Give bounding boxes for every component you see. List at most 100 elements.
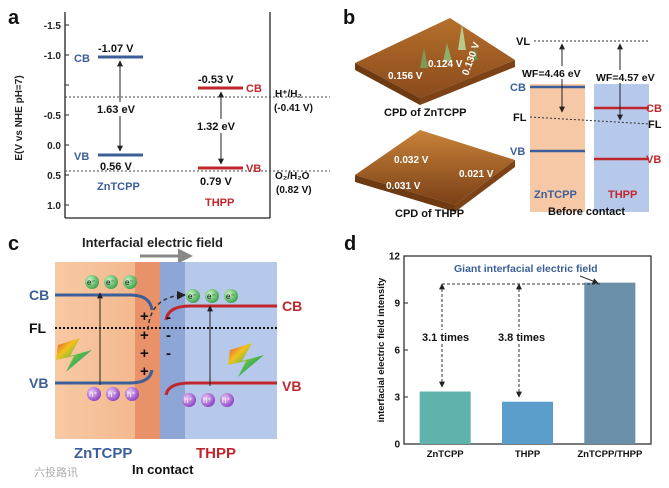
cpd-top-caption: CPD of ZnTCPP	[384, 107, 467, 119]
y-tick-label: 0	[394, 440, 400, 451]
bar-zntcpp	[419, 391, 471, 444]
c-zntcpp-vb	[55, 369, 154, 385]
holes-left: h⁺ h⁺ h⁺	[87, 387, 139, 401]
fermi-level-line	[529, 116, 651, 125]
x-tick-label: ZnTCPP/THPP	[577, 449, 643, 460]
cpd-zntcpp-map	[355, 18, 515, 105]
panel-c-letter: c	[8, 233, 19, 255]
panel-a: -1.5 -1.0 -0.5 0.0 0.5 1.0 E(V vs NHE pH…	[14, 12, 330, 219]
c-cb-left-label: CB	[29, 287, 49, 303]
cpd-bottom-value: 0.032 V	[394, 155, 429, 166]
svg-text:e⁻: e⁻	[106, 278, 115, 287]
holes-right: h⁺ h⁺ h⁺	[182, 393, 234, 407]
y-tick-label: 9	[394, 299, 400, 310]
before-contact-caption: Before contact	[548, 206, 625, 218]
chart-y-label: interfacial electric field intensity	[376, 277, 387, 422]
o2-ref-top: O₂/H₂O	[275, 171, 310, 182]
panel-a-letter: a	[8, 7, 20, 29]
svg-text:h⁺: h⁺	[127, 390, 136, 399]
depletion-left	[135, 262, 160, 439]
svg-text:h⁺: h⁺	[108, 390, 117, 399]
panel-a-y-label: E(V vs NHE pH=7)	[14, 75, 25, 160]
svg-text:+: +	[140, 327, 149, 344]
c-vb-left-label: VB	[29, 375, 48, 391]
svg-text:h⁺: h⁺	[203, 396, 212, 405]
panel-a-tick-label: -1.5	[44, 21, 62, 32]
h2-ref-top: H⁺/H₂	[275, 89, 302, 100]
zntcpp-band-box	[530, 84, 585, 212]
c-zntcpp-cb	[55, 293, 154, 311]
panel-d-letter: d	[344, 233, 356, 255]
bar-zntcpp-thpp	[584, 282, 636, 444]
y-tick-label: 12	[389, 252, 401, 263]
svg-text:h⁺: h⁺	[222, 396, 231, 405]
ratio2-label: 3.8 times	[498, 332, 545, 344]
positive-charges: + + + +	[140, 308, 149, 380]
zntcpp-vb-value: 0.56 V	[100, 161, 132, 173]
o2-ref-bottom: (0.82 V)	[276, 185, 312, 196]
thpp-vb-label: VB	[246, 163, 261, 175]
ratio1-label: 3.1 times	[422, 332, 469, 344]
cpd-top-value: 0.156 V	[388, 71, 423, 82]
wf-right-value: WF=4.57 eV	[596, 72, 655, 84]
b-fl-right-label: FL	[648, 119, 662, 131]
zntcpp-gap-value: 1.63 eV	[97, 104, 136, 116]
cpd-thpp-map	[355, 130, 515, 212]
field-title: Interfacial electric field	[82, 235, 223, 250]
panel-a-ticks	[65, 24, 69, 206]
b-vb-left-label: VB	[510, 146, 525, 158]
c-thpp-cb	[164, 304, 277, 321]
c-thpp-name: THPP	[196, 445, 236, 462]
panel-c: Interfacial electric field e⁻ e⁻ e⁻ e⁻ e…	[29, 235, 302, 477]
b-zntcpp-name: ZnTCPP	[534, 189, 577, 201]
c-zntcpp-name: ZnTCPP	[74, 445, 132, 462]
h2-ref-bottom: (-0.41 V)	[274, 103, 313, 114]
depletion-right	[160, 262, 185, 439]
headline-pointer	[579, 275, 599, 284]
b-vb-right-label: VB	[646, 154, 661, 166]
svg-text:+: +	[140, 345, 149, 362]
svg-text:h⁺: h⁺	[184, 396, 193, 405]
light-icon	[228, 343, 264, 377]
svg-text:e⁻: e⁻	[188, 292, 197, 301]
svg-text:+: +	[140, 363, 149, 380]
c-cb-right-label: CB	[282, 298, 302, 314]
b-cb-right-label: CB	[646, 103, 662, 115]
panel-a-tick-label: 1.0	[47, 201, 61, 212]
electrons-right: e⁻ e⁻ e⁻	[186, 289, 238, 303]
panel-b: 0.130 V 0.124 V 0.156 V CPD of ZnTCPP 0.…	[355, 18, 666, 220]
watermark: 六投路讯	[34, 465, 78, 479]
svg-text:e⁻: e⁻	[125, 278, 134, 287]
in-contact-caption: In contact	[132, 462, 194, 477]
zntcpp-cb-label: CB	[74, 53, 90, 65]
svg-text:-: -	[166, 345, 171, 362]
light-icon	[56, 338, 92, 372]
panel-b-letter: b	[343, 7, 355, 29]
svg-text:h⁺: h⁺	[89, 390, 98, 399]
b-cb-left-label: CB	[510, 82, 526, 94]
electron-transfer-arrow	[147, 290, 186, 331]
b-thpp-name: THPP	[608, 189, 637, 201]
panel-a-tick-label: 0.5	[47, 171, 61, 182]
b-fl-left-label: FL	[513, 112, 527, 124]
svg-text:e⁻: e⁻	[207, 292, 216, 301]
x-tick-label: ZnTCPP	[427, 449, 465, 460]
svg-text:-: -	[166, 327, 171, 344]
c-vb-right-label: VB	[282, 378, 301, 394]
cpd-bottom-value: 0.021 V	[459, 169, 494, 180]
zntcpp-cb-value: -1.07 V	[98, 43, 134, 55]
cpd-top-value: 0.124 V	[428, 59, 463, 70]
svg-text:e⁻: e⁻	[226, 292, 235, 301]
electrons-left: e⁻ e⁻ e⁻	[85, 275, 137, 289]
c-fl-label: FL	[29, 320, 47, 336]
thpp-cb-label: CB	[246, 83, 262, 95]
headline-label: Giant interfacial electric field	[454, 263, 598, 275]
vl-label: VL	[516, 36, 530, 48]
panel-a-tick-label: -0.5	[44, 111, 62, 122]
thpp-name: THPP	[205, 197, 234, 209]
thpp-vb-value: 0.79 V	[200, 176, 232, 188]
svg-text:e⁻: e⁻	[87, 278, 96, 287]
thpp-cb-value: -0.53 V	[198, 74, 234, 86]
panel-a-tick-label: -1.0	[44, 51, 62, 62]
